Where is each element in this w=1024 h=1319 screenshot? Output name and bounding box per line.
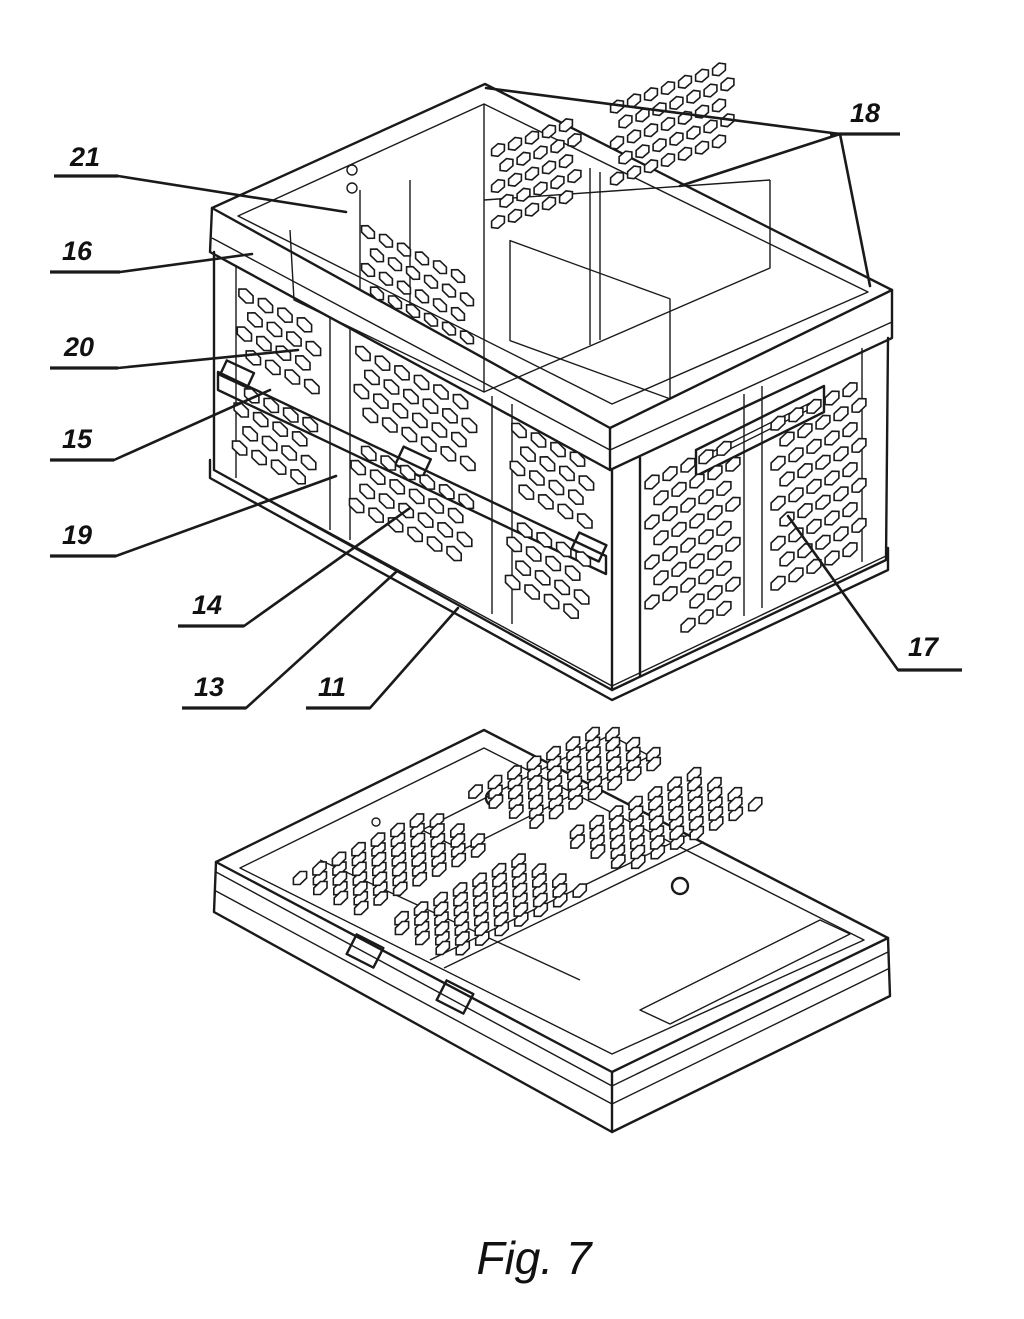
ref-19: 19 [62, 520, 92, 550]
hex-pattern-long-side [231, 288, 595, 620]
interior-walls [289, 104, 771, 400]
ref-18: 18 [850, 98, 880, 128]
reference-labels: 18 21 16 20 15 19 14 13 11 17 Fig. 7 [50, 86, 962, 1284]
ref-13: 13 [194, 672, 224, 702]
hex-pattern-short-side [644, 381, 867, 633]
hex-pattern-back-wall [360, 62, 735, 345]
ref-11: 11 [318, 672, 346, 702]
hex-pattern-base [292, 726, 763, 956]
ref-14: 14 [192, 590, 222, 620]
ref-20: 20 [63, 332, 94, 362]
ref-17: 17 [908, 632, 940, 662]
ref-15: 15 [62, 424, 93, 454]
figure-caption: Fig. 7 [476, 1232, 592, 1284]
ref-21: 21 [69, 142, 100, 172]
ref-16: 16 [62, 236, 93, 266]
